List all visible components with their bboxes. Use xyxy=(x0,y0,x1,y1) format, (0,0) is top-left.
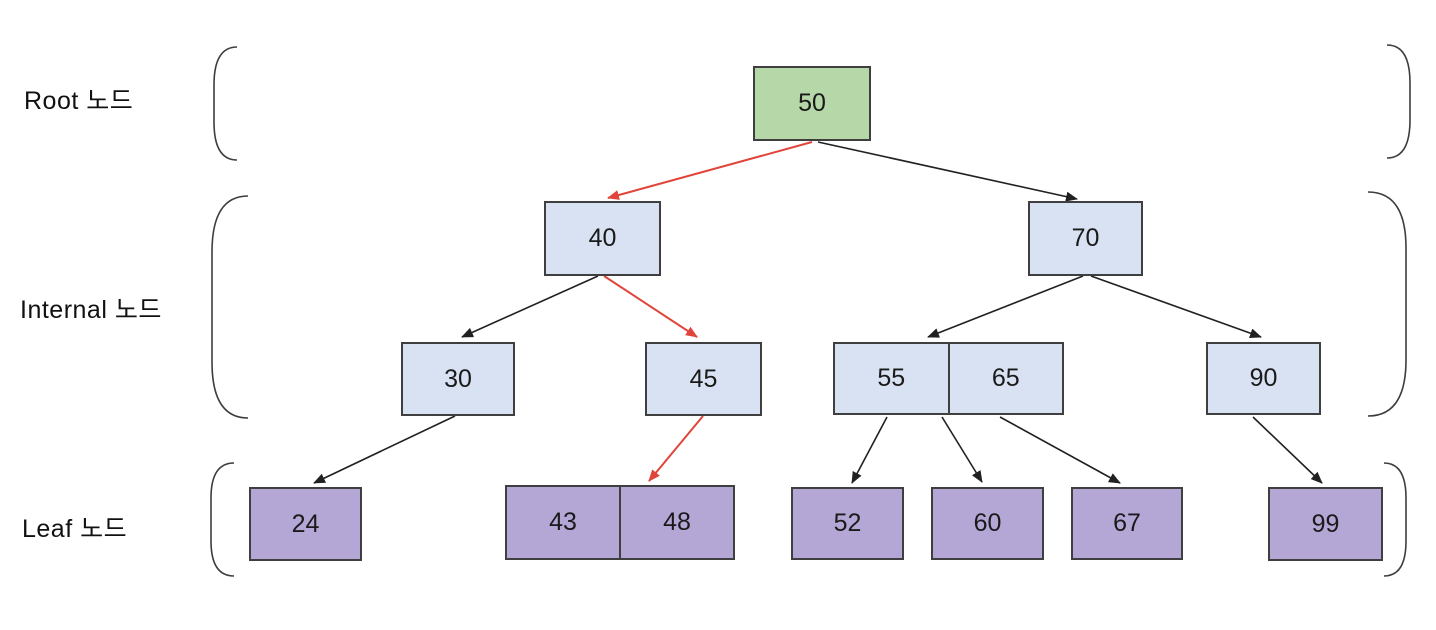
node-key: 45 xyxy=(689,364,718,393)
edge-50-70 xyxy=(817,141,1078,202)
node-key: 99 xyxy=(1311,509,1340,538)
tree-node-67: 67 xyxy=(1071,487,1183,560)
tree-node-52: 52 xyxy=(791,487,904,560)
tree-node-24: 24 xyxy=(249,487,362,561)
row-label-leaf: Leaf 노드 xyxy=(22,515,128,543)
edge-70-55-65 xyxy=(927,275,1084,338)
node-key: 48 xyxy=(619,487,733,558)
tree-node-45: 45 xyxy=(645,342,762,416)
node-key: 70 xyxy=(1071,224,1100,252)
node-key: 60 xyxy=(973,509,1002,537)
tree-node-99: 99 xyxy=(1268,487,1383,561)
tree-node-50: 50 xyxy=(753,66,871,141)
bracket-leaf-right xyxy=(1383,462,1407,577)
tree-node-60: 60 xyxy=(931,487,1044,560)
row-label-root: Root 노드 xyxy=(24,87,134,115)
edge-90-99 xyxy=(1252,416,1323,484)
node-key: 43 xyxy=(549,508,577,536)
tree-node-55-65: 55 65 xyxy=(833,342,1064,415)
edge-50-40 xyxy=(607,141,813,200)
node-key: 30 xyxy=(444,364,472,393)
bracket-root-right xyxy=(1386,44,1411,159)
edge-40-30 xyxy=(461,275,599,338)
bracket-internal-right xyxy=(1367,191,1407,417)
node-key: 67 xyxy=(1113,509,1141,537)
tree-node-43-48: 43 48 xyxy=(505,485,735,560)
node-key: 55 xyxy=(877,364,906,392)
node-key: 24 xyxy=(291,509,320,538)
tree-node-30: 30 xyxy=(401,342,515,416)
edge-55-60 xyxy=(941,416,983,483)
row-label-internal: Internal 노드 xyxy=(20,296,162,324)
bracket-leaf-left xyxy=(210,462,235,577)
tree-node-70: 70 xyxy=(1028,201,1143,276)
edge-55-52 xyxy=(851,416,888,484)
bracket-internal-left xyxy=(211,195,249,419)
node-key: 65 xyxy=(947,344,1063,413)
bracket-root-left xyxy=(213,46,238,161)
edge-40-45 xyxy=(603,275,698,338)
tree-node-40: 40 xyxy=(544,201,661,276)
node-key: 52 xyxy=(833,509,862,537)
node-key: 50 xyxy=(798,89,826,117)
node-key: 90 xyxy=(1249,364,1278,392)
edge-65-67 xyxy=(999,416,1121,484)
node-key: 40 xyxy=(588,224,617,252)
edge-70-90 xyxy=(1090,275,1262,338)
edge-45-48 xyxy=(648,415,704,482)
tree-node-90: 90 xyxy=(1206,342,1321,415)
edge-30-24 xyxy=(313,415,456,484)
